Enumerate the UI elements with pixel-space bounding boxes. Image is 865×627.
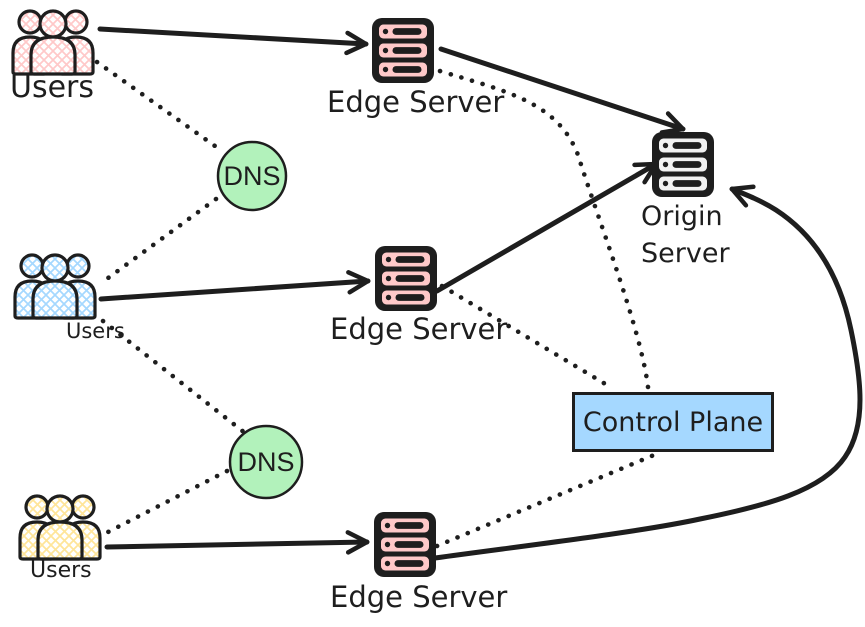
users-label-bottom: Users (30, 558, 92, 583)
edge-users3-edge3-arrow (104, 530, 370, 555)
edge-edge1-control-dotted (437, 68, 651, 390)
edge-server-icon-top (372, 18, 434, 83)
edge-edge3-origin-curved-arrow (432, 184, 863, 561)
edge-server-icon-bottom (374, 512, 436, 577)
edge-edge2-origin-arrow (434, 161, 659, 294)
origin-server-label-line1: Origin (641, 201, 723, 232)
edge-users1-edge1-arrow (97, 26, 369, 56)
edge-server-label-top: Edge Server (327, 85, 505, 119)
dns-circle-1 (216, 140, 288, 212)
edge-users2-dns1-dotted (101, 196, 219, 284)
origin-server-icon (652, 132, 714, 197)
origin-server-label: Origin Server (641, 198, 730, 272)
edge-users2-edge2-arrow (98, 270, 371, 302)
dns-label-2: DNS (237, 446, 295, 477)
dns-circle-2 (228, 424, 304, 500)
edge-server-label-middle: Edge Server (330, 312, 508, 346)
users-group-icon-top (11, 9, 95, 76)
control-plane-label: Control Plane (582, 406, 764, 438)
edge-server-label-bottom: Edge Server (330, 580, 508, 614)
edge-edge1-origin-arrow (438, 46, 686, 135)
control-plane-box: Control Plane (572, 392, 774, 452)
users-label-middle: Users (66, 319, 125, 343)
origin-server-label-line2: Server (641, 238, 730, 269)
users-label-top: Users (10, 70, 95, 105)
dns-label-1: DNS (223, 160, 281, 191)
users-group-icon-middle (13, 253, 97, 320)
edge-edge2-control-dotted (439, 283, 615, 391)
edge-users3-dns2-dotted (105, 468, 230, 535)
users-group-icon-bottom (18, 494, 102, 561)
edge-server-icon-middle (375, 246, 437, 311)
edge-users1-dns1-dotted (94, 59, 225, 154)
edge-users2-dns2-dotted (100, 318, 248, 436)
